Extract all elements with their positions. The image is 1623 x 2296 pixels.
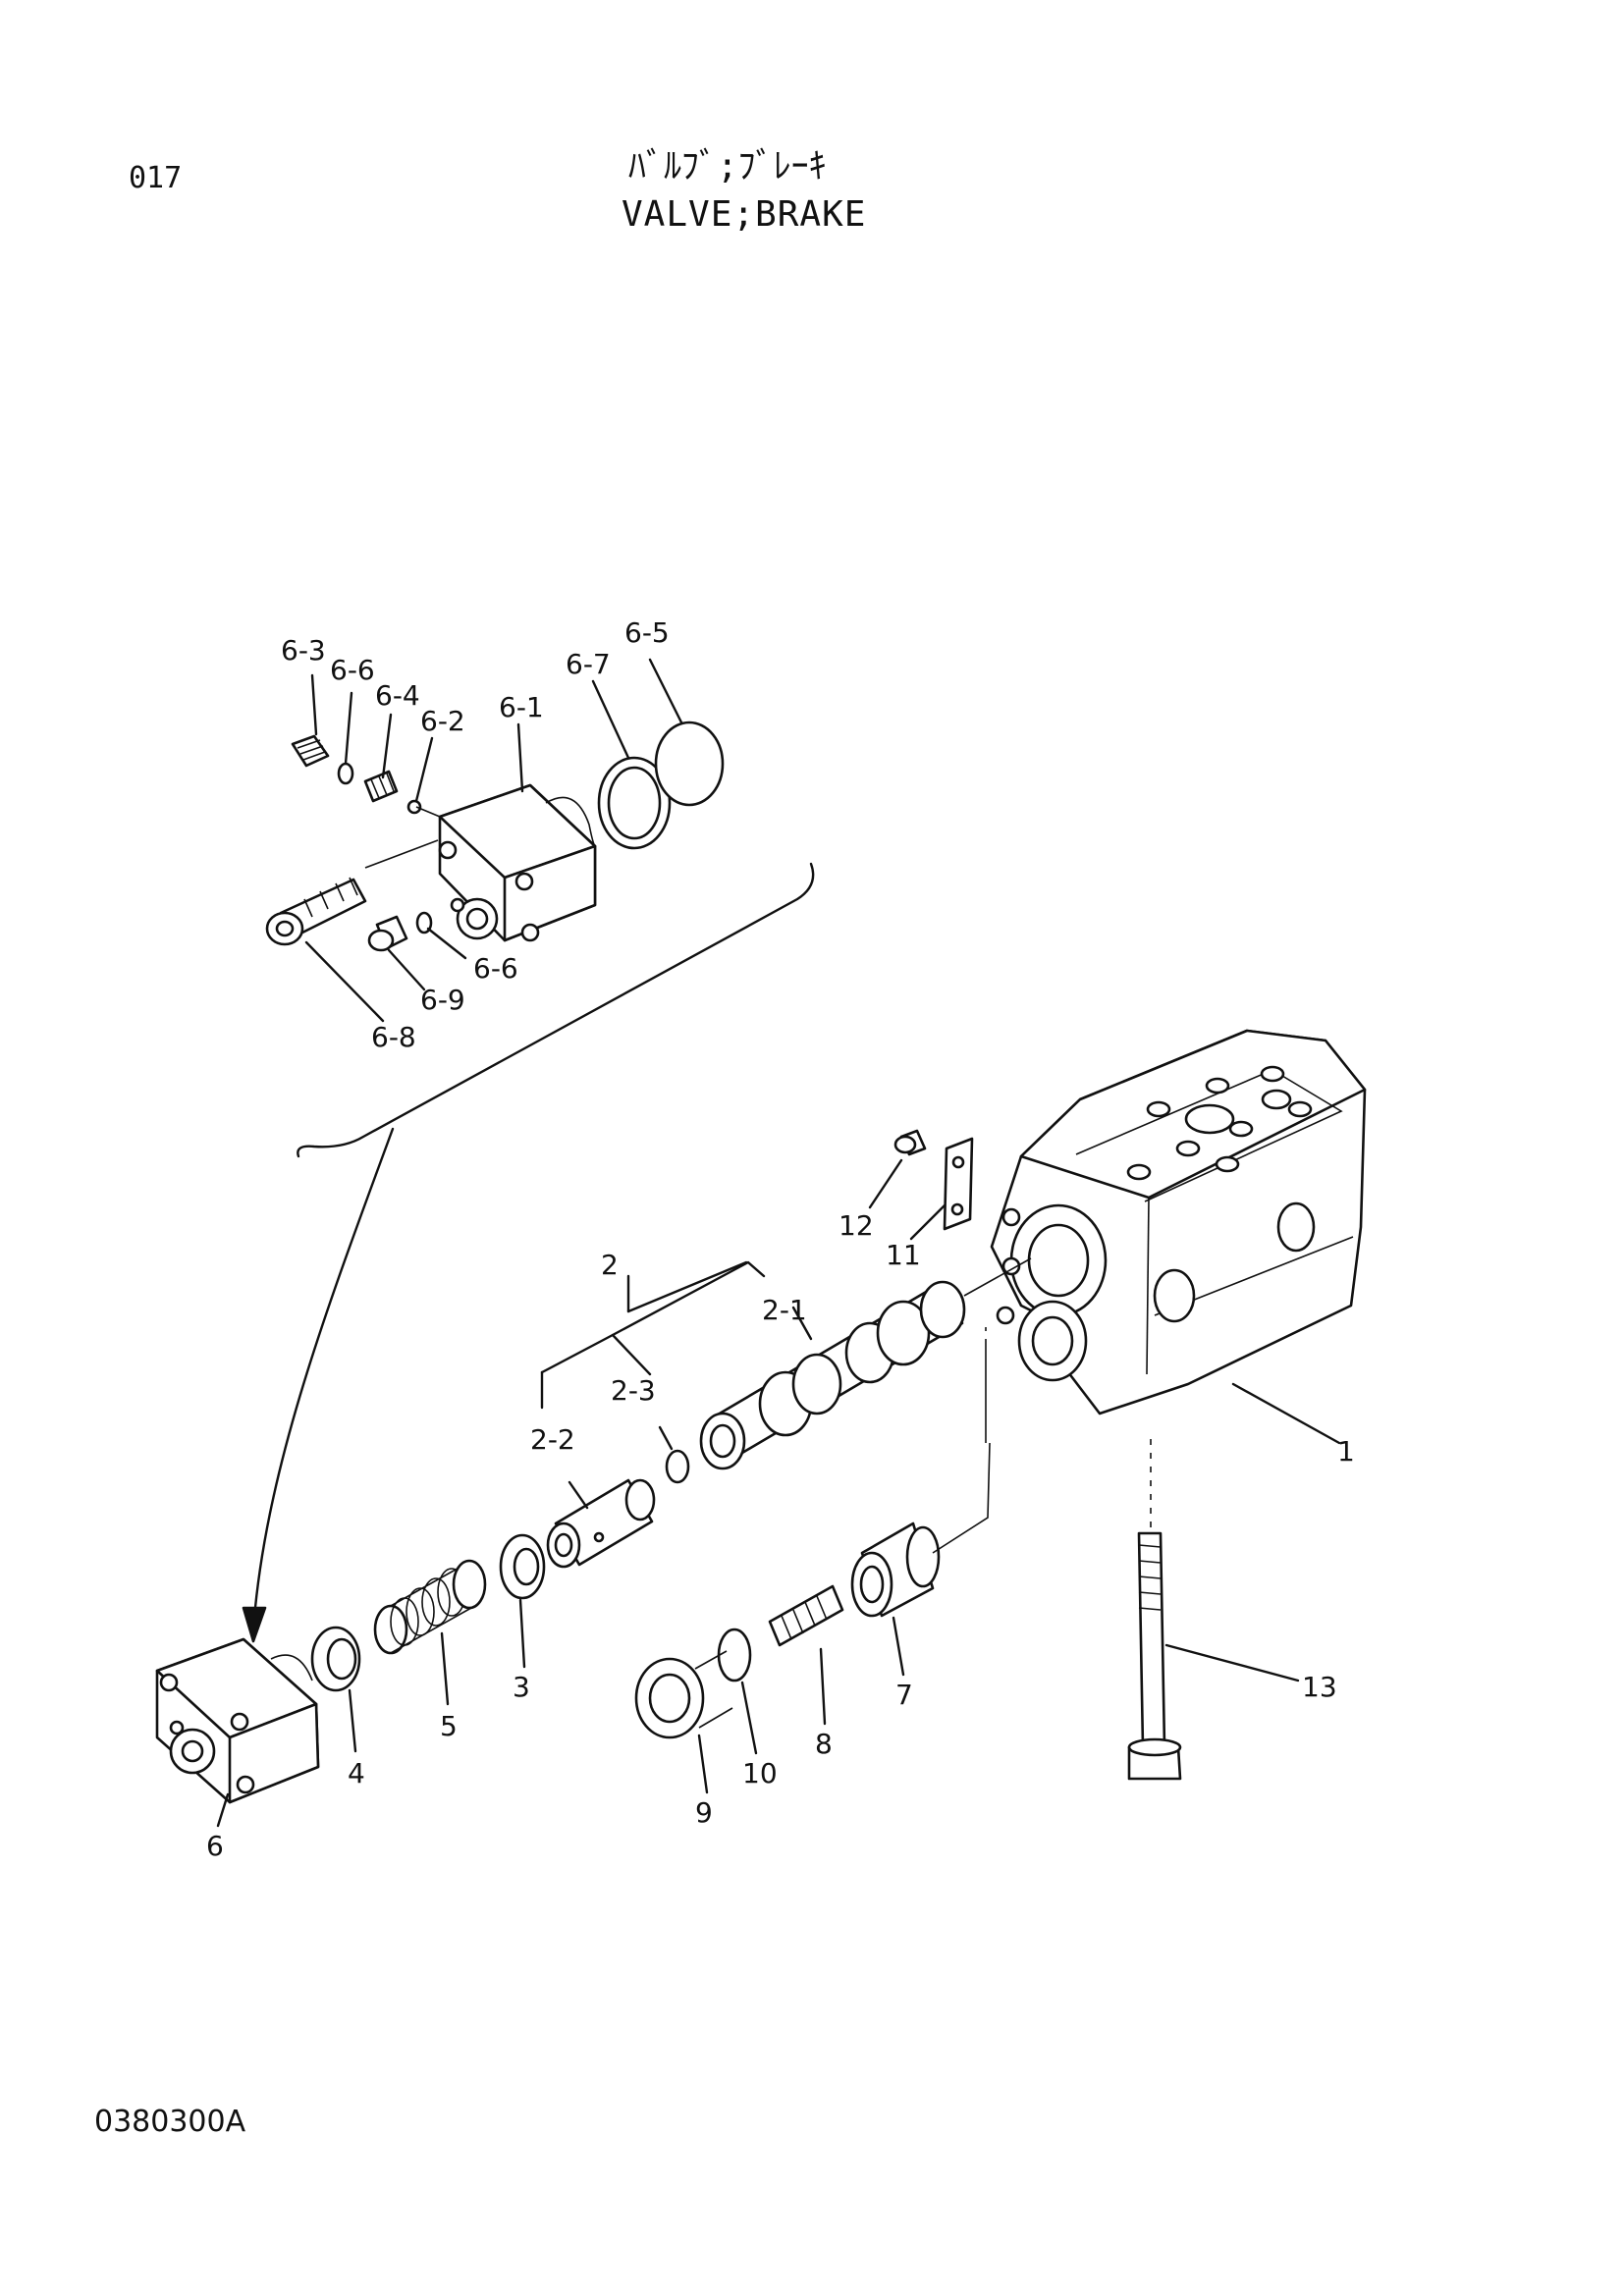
callout-6: 6	[206, 1830, 224, 1862]
callout-6-6-upper: 6-6	[330, 654, 375, 686]
callout-13: 13	[1302, 1671, 1337, 1703]
callout-7: 7	[895, 1679, 913, 1711]
title-japanese: ﾊﾞﾙﾌﾞ;ﾌﾞﾚｰｷ	[628, 146, 827, 187]
callout-6-6-lower: 6-6	[473, 952, 518, 985]
callout-labels: 6-3 6-6 6-4 6-2 6-1 6-7 6-5 6-6 6-9 6-8 …	[206, 616, 1355, 1862]
plug-9	[634, 1650, 733, 1794]
callout-6-2: 6-2	[420, 705, 465, 737]
spool-2-1	[699, 1257, 1032, 1470]
washer-4	[310, 1626, 361, 1753]
callout-2-1: 2-1	[762, 1294, 807, 1326]
callout-6-5: 6-5	[624, 616, 670, 649]
plate-11	[909, 1137, 974, 1241]
callout-6-7: 6-7	[566, 648, 611, 680]
screw-12	[868, 1129, 927, 1209]
callout-6-9: 6-9	[420, 984, 465, 1016]
callout-4: 4	[348, 1757, 365, 1789]
callout-2: 2	[601, 1249, 619, 1281]
spring-8	[768, 1584, 844, 1726]
valve-body-1	[990, 1029, 1367, 1445]
spool-7	[850, 1327, 991, 1677]
callout-9: 9	[695, 1796, 713, 1829]
cover-6-1	[438, 783, 597, 942]
cover-6	[155, 1637, 320, 1828]
callout-11: 11	[886, 1239, 921, 1271]
title-english: VALVE;BRAKE	[622, 194, 867, 235]
ring-3	[499, 1533, 546, 1669]
o-ring-6-6-upper	[337, 762, 354, 785]
callout-6-1: 6-1	[499, 691, 544, 723]
callout-2-2: 2-2	[530, 1423, 575, 1456]
callout-6-4: 6-4	[375, 679, 420, 712]
callout-2-3: 2-3	[611, 1374, 656, 1407]
o-ring-10	[717, 1628, 758, 1755]
detail-bracket	[242, 862, 815, 1643]
socket-bolt-6-8	[265, 877, 367, 946]
o-ring-2-3	[665, 1449, 690, 1484]
bolt-13	[1127, 1439, 1300, 1781]
spring-6-4	[363, 770, 399, 803]
drawing-code: 0380300A	[94, 2105, 246, 2139]
callout-6-3: 6-3	[281, 634, 326, 667]
plunger-2-2	[546, 1478, 656, 1569]
callout-12: 12	[839, 1209, 874, 1242]
callout-1: 1	[1337, 1435, 1355, 1468]
callout-3: 3	[513, 1671, 530, 1703]
spring-5	[373, 1559, 487, 1706]
callout-10: 10	[742, 1757, 778, 1789]
page-number: 017	[129, 161, 183, 195]
plug-6-3	[291, 734, 330, 768]
callout-6-8: 6-8	[371, 1021, 416, 1053]
cover-assembly-detail	[265, 658, 725, 1023]
callout-8: 8	[815, 1728, 833, 1760]
o-ring-6-5	[654, 721, 725, 807]
backup-ring-6-7	[597, 756, 672, 850]
plug-6-9	[367, 915, 408, 952]
callout-5: 5	[440, 1710, 458, 1742]
ball-6-2	[406, 799, 422, 815]
